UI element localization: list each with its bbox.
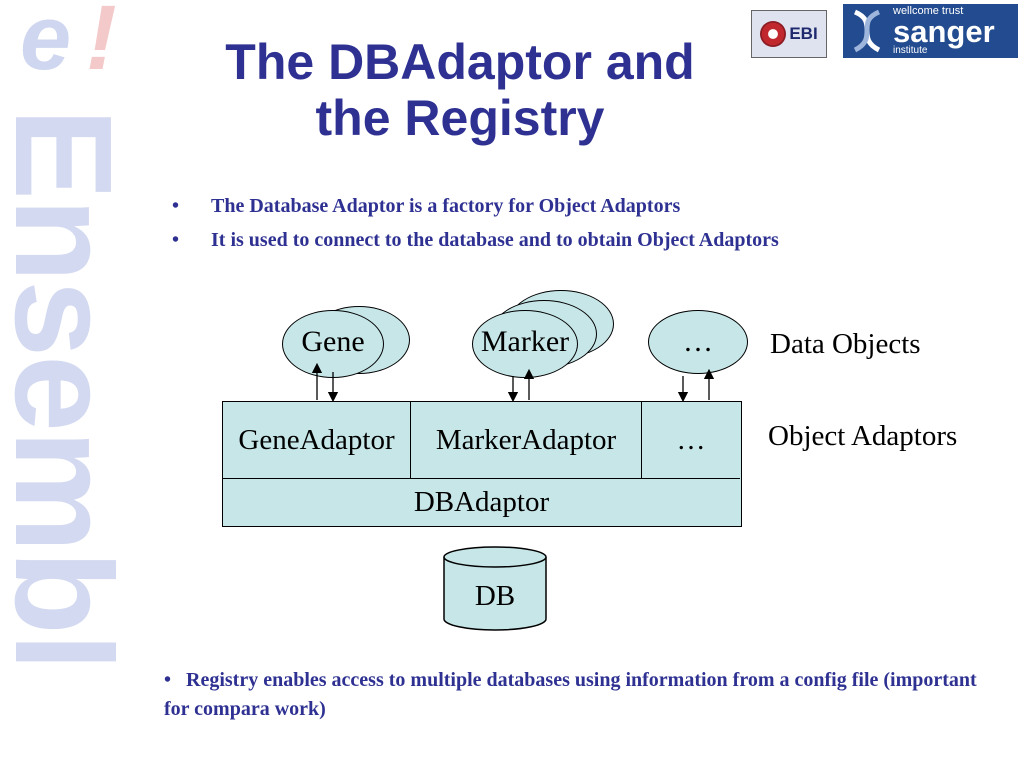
ensembl-e-logo: e xyxy=(20,0,72,89)
sanger-logo-bottom-text: institute xyxy=(893,45,928,56)
marker-object-label: Marker xyxy=(480,325,570,358)
data-objects-label: Data Objects xyxy=(770,328,921,360)
sanger-logo: wellcome trust sanger institute xyxy=(843,4,1018,58)
adaptor-layer: GeneAdaptor MarkerAdaptor … DBAdaptor xyxy=(222,401,742,527)
ensembl-exclamation-logo: ! xyxy=(86,0,117,89)
bullet-marker: • xyxy=(172,195,180,217)
bullet-text: It is used to connect to the database an… xyxy=(211,229,779,251)
slide-title: The DBAdaptor and the Registry xyxy=(160,34,760,146)
gene-object-oval xyxy=(282,310,384,378)
bullet-text: The Database Adaptor is a factory for Ob… xyxy=(211,195,681,217)
sanger-logo-top-text: wellcome trust xyxy=(893,5,964,17)
ebi-logo-text: EBI xyxy=(789,24,818,43)
more-objects-oval xyxy=(648,310,748,374)
bullet-marker: • xyxy=(172,229,180,251)
title-line-2: the Registry xyxy=(315,90,605,146)
marker-adaptor-cell: MarkerAdaptor xyxy=(411,402,642,479)
sanger-logo-main-text: sanger xyxy=(893,14,995,49)
more-objects-label: … xyxy=(683,325,713,358)
ebi-logo: EBI xyxy=(751,10,827,58)
ebi-emblem-icon xyxy=(760,21,787,47)
footer-text: Registry enables access to multiple data… xyxy=(164,669,977,720)
gene-adaptor-cell: GeneAdaptor xyxy=(223,402,411,479)
dna-helix-icon xyxy=(853,9,881,53)
database-cylinder-icon xyxy=(443,546,547,631)
object-adaptors-label: Object Adaptors xyxy=(768,420,958,452)
database-label: DB xyxy=(474,580,516,612)
marker-object-oval xyxy=(472,310,578,378)
db-adaptor-cell: DBAdaptor xyxy=(413,485,550,518)
registry-note: • Registry enables access to multiple da… xyxy=(164,666,994,724)
footer-bullet-marker: • xyxy=(164,669,172,691)
more-adaptors-cell: … xyxy=(642,402,740,479)
title-line-1: The DBAdaptor and xyxy=(225,34,695,90)
gene-object-label: Gene xyxy=(301,325,365,358)
